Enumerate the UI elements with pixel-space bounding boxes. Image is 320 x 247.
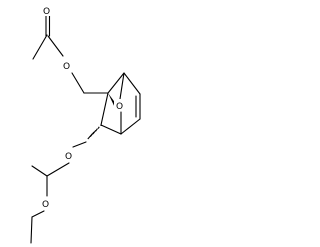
bond-c1-bridge-oxygen <box>119 72 125 100</box>
bond-oxygen-ethyl-ch2 <box>31 210 45 218</box>
atom-o-bridge: O <box>114 99 125 112</box>
atom-o-bridge-label: O <box>116 102 123 112</box>
bond-ethyl-ch2-ch3 <box>30 216 33 244</box>
bond-c1-c2 <box>107 72 125 94</box>
atom-o-ester-label: O <box>63 62 70 72</box>
atom-o-carbonyl: O <box>41 4 52 17</box>
hashed-bond-c3-ch2 <box>87 125 102 140</box>
bond-acetal-c-methyl <box>31 165 48 177</box>
bond-c5-c4 <box>120 118 141 135</box>
atom-o-ether-upper-label: O <box>65 152 72 162</box>
atom-o-ether-lower: O <box>40 197 51 210</box>
bond-c4-c3 <box>100 124 122 135</box>
bond-c1-c6 <box>123 72 141 95</box>
bond-carbonyl-ester-oxygen <box>47 35 64 57</box>
bond-ether-oxygen-acetal-c <box>46 162 70 177</box>
atom-o-carbonyl-label: O <box>43 7 50 17</box>
molecule-diagram: O O O O O <box>30 4 141 244</box>
bond-methyl-carbonyl <box>32 34 48 60</box>
bond-ester-oxygen-ch2 <box>71 72 85 94</box>
atom-o-ether-lower-label: O <box>42 200 49 210</box>
atom-o-ether-upper: O <box>63 149 74 162</box>
bond-c3-c2 <box>100 92 109 126</box>
bond-ch2-ether-oxygen <box>72 141 87 148</box>
atom-o-ester: O <box>61 59 72 72</box>
